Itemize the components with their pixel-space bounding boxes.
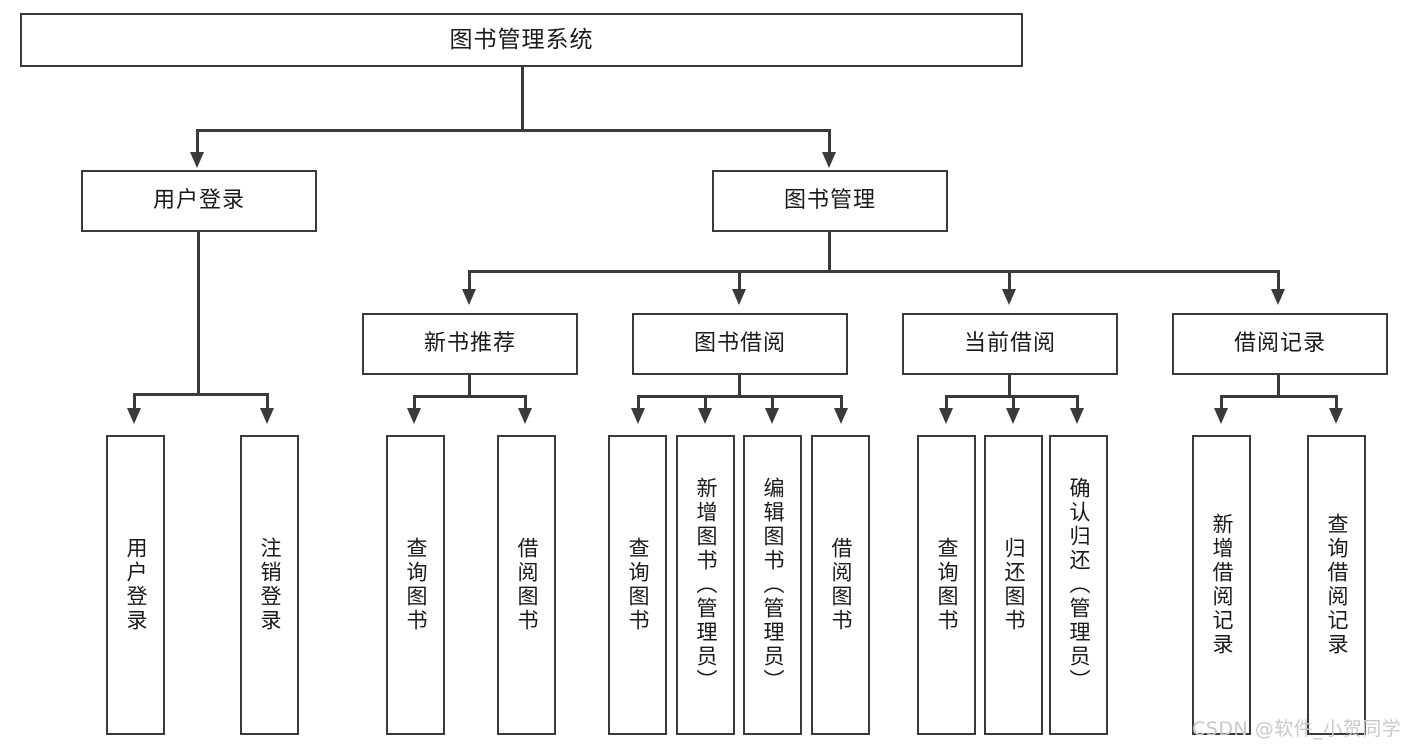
connector-bb-bus	[637, 395, 843, 398]
csdn-watermark: CSDN @软件_小贺同学	[1192, 718, 1402, 740]
node-book-management[interactable]: 图书管理	[712, 170, 948, 232]
node-label: 图书借阅	[693, 331, 786, 357]
leaf-query-book-borrow[interactable]: 查询图书	[608, 435, 667, 735]
node-root-system[interactable]: 图书管理系统	[20, 13, 1023, 67]
leaf-label: 新增借阅记录	[1210, 513, 1234, 657]
connector-user-login-drop-2	[266, 393, 269, 412]
arrowhead-book-management	[822, 152, 836, 168]
node-label: 图书管理	[783, 188, 876, 214]
connector-nbr-bus	[413, 395, 527, 398]
leaf-query-book-current[interactable]: 查询图书	[917, 435, 976, 735]
leaf-borrow-book[interactable]: 借阅图书	[811, 435, 870, 735]
arrowhead-leaf-query-book-2	[631, 408, 645, 424]
connector-nbr-stem	[468, 375, 471, 397]
leaf-label: 确认归还（管理员）	[1067, 477, 1091, 693]
connector-bm-drop-3	[1008, 270, 1011, 293]
connector-bb-drop-1	[637, 395, 640, 412]
connector-bm-drop-1	[468, 270, 471, 293]
node-borrow-record[interactable]: 借阅记录	[1172, 313, 1388, 375]
arrowhead-leaf-edit-book	[765, 408, 779, 424]
connector-root-bus	[196, 129, 831, 132]
arrowhead-leaf-add-book	[698, 408, 712, 424]
arrowhead-user-login	[190, 152, 204, 168]
connector-root-to-user-login	[196, 129, 199, 156]
connector-book-management-stem	[828, 232, 831, 272]
leaf-label: 归还图书	[1002, 537, 1026, 633]
leaf-borrow-book-recommend[interactable]: 借阅图书	[497, 435, 556, 735]
node-label: 用户登录	[152, 188, 245, 214]
arrowhead-leaf-query-record	[1329, 408, 1343, 424]
leaf-label: 查询图书	[404, 537, 428, 633]
connector-cb-drop-1	[945, 395, 948, 412]
leaf-label: 查询图书	[935, 537, 959, 633]
connector-root-stem	[521, 67, 524, 131]
leaf-logout[interactable]: 注销登录	[240, 435, 299, 735]
arrowhead-leaf-borrow-book-1	[518, 408, 532, 424]
leaf-return-book[interactable]: 归还图书	[984, 435, 1043, 735]
arrowhead-book-borrow	[732, 289, 746, 305]
connector-br-drop-1	[1220, 395, 1223, 412]
arrowhead-new-book-recommend	[462, 289, 476, 305]
arrowhead-leaf-logout	[260, 408, 274, 424]
node-label: 当前借阅	[963, 331, 1056, 357]
node-current-borrow[interactable]: 当前借阅	[902, 313, 1118, 375]
node-label: 借阅记录	[1233, 331, 1326, 357]
arrowhead-leaf-confirm-return	[1070, 408, 1084, 424]
leaf-user-login[interactable]: 用户登录	[106, 435, 165, 735]
node-new-book-recommend[interactable]: 新书推荐	[362, 313, 578, 375]
connector-user-login-bus	[133, 393, 269, 396]
connector-cb-drop-2	[1012, 395, 1015, 412]
leaf-query-borrow-record[interactable]: 查询借阅记录	[1307, 435, 1366, 735]
connector-bm-drop-4	[1277, 270, 1280, 293]
leaf-label: 查询图书	[626, 537, 650, 633]
connector-cb-stem	[1008, 375, 1011, 397]
leaf-label: 借阅图书	[829, 537, 853, 633]
connector-bb-drop-3	[771, 395, 774, 412]
connector-nbr-drop-1	[413, 395, 416, 412]
connector-br-stem	[1277, 375, 1280, 397]
leaf-label: 用户登录	[124, 537, 148, 633]
connector-book-management-bus	[468, 270, 1280, 273]
connector-cb-drop-3	[1076, 395, 1079, 412]
arrowhead-leaf-add-record	[1214, 408, 1228, 424]
leaf-add-borrow-record[interactable]: 新增借阅记录	[1192, 435, 1251, 735]
leaf-confirm-return[interactable]: 确认归还（管理员）	[1049, 435, 1108, 735]
leaf-query-book-recommend[interactable]: 查询图书	[386, 435, 445, 735]
leaf-add-book[interactable]: 新增图书（管理员）	[676, 435, 735, 735]
connector-nbr-drop-2	[524, 395, 527, 412]
node-user-login[interactable]: 用户登录	[81, 170, 317, 232]
node-label: 图书管理系统	[449, 26, 594, 53]
connector-root-to-book-management	[828, 129, 831, 156]
connector-user-login-stem	[197, 232, 200, 395]
connector-bb-stem	[738, 375, 741, 397]
connector-bb-drop-4	[840, 395, 843, 412]
arrowhead-borrow-record	[1271, 289, 1285, 305]
leaf-label: 注销登录	[258, 537, 282, 633]
connector-bb-drop-2	[704, 395, 707, 412]
leaf-label: 编辑图书（管理员）	[761, 477, 785, 693]
arrowhead-leaf-query-book-3	[939, 408, 953, 424]
connector-br-bus	[1220, 395, 1338, 398]
connector-user-login-drop-1	[133, 393, 136, 412]
arrowhead-leaf-return-book	[1006, 408, 1020, 424]
node-book-borrow[interactable]: 图书借阅	[632, 313, 848, 375]
leaf-label: 查询借阅记录	[1325, 513, 1349, 657]
leaf-label: 新增图书（管理员）	[694, 477, 718, 693]
arrowhead-leaf-borrow-book-2	[834, 408, 848, 424]
leaf-edit-book[interactable]: 编辑图书（管理员）	[743, 435, 802, 735]
arrowhead-current-borrow	[1002, 289, 1016, 305]
leaf-label: 借阅图书	[515, 537, 539, 633]
node-label: 新书推荐	[423, 331, 516, 357]
connector-bm-drop-2	[738, 270, 741, 293]
connector-br-drop-2	[1335, 395, 1338, 412]
arrowhead-leaf-query-book-1	[407, 408, 421, 424]
arrowhead-leaf-user-login	[127, 408, 141, 424]
